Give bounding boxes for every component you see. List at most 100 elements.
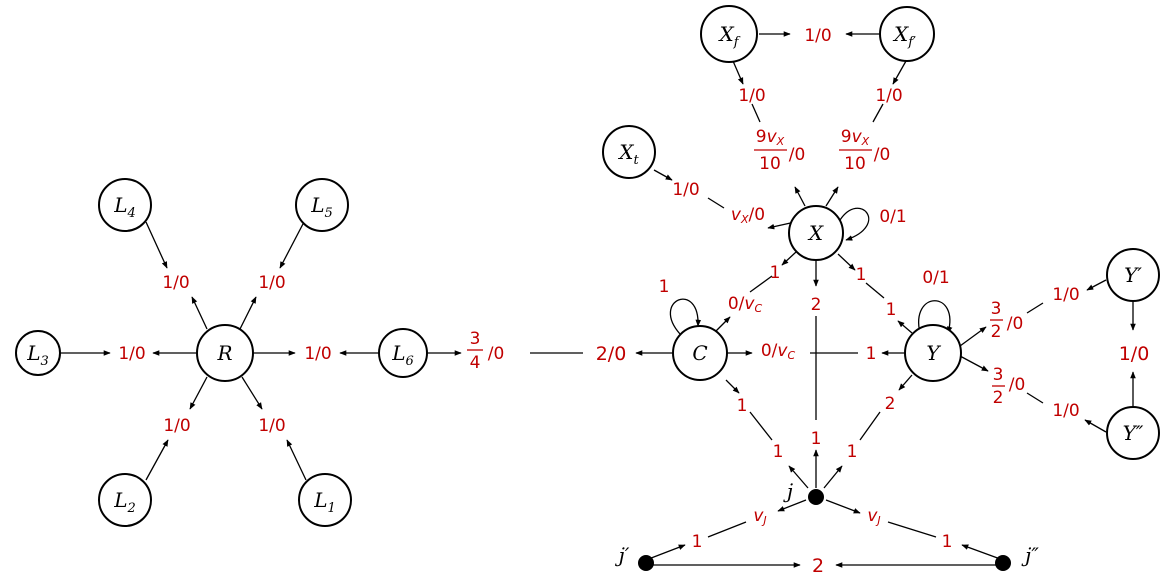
svg-text:L6: L6 <box>391 341 414 369</box>
w-y-loop: 0/1 <box>922 268 949 288</box>
w-l3: 1/0 <box>118 344 145 364</box>
node-l1-base: L <box>313 488 327 512</box>
node-xfp: Xf′ <box>879 6 935 62</box>
w-j-vj-right: vJ <box>867 506 880 527</box>
link-x-to-c <box>749 275 773 293</box>
w-xf-down: 1/0 <box>738 86 765 106</box>
node-l6-sub: 6 <box>406 354 414 369</box>
link-vj-to-1-left <box>707 521 747 538</box>
edge-y-to-32-down <box>959 355 989 372</box>
svg-text:/0: /0 <box>1007 314 1024 334</box>
edge-x-to-9vx-right <box>825 186 839 207</box>
node-xf-base: X <box>717 22 734 46</box>
svg-text:4: 4 <box>470 353 481 373</box>
svg-text:/0: /0 <box>488 344 505 364</box>
node-r: R <box>196 324 254 382</box>
node-xf: Xf <box>700 5 758 63</box>
node-l2-base: L <box>113 488 127 512</box>
edge-xt-to-10 <box>653 169 673 181</box>
node-l1-sub: 1 <box>328 501 336 516</box>
svg-text:Xf′: Xf′ <box>892 22 916 50</box>
w-l5: 1/0 <box>258 273 285 293</box>
w-two-zero: 2/0 <box>596 343 627 365</box>
link-xt-to-x <box>707 197 725 209</box>
svg-text:3: 3 <box>993 365 1004 385</box>
svg-text:/0: /0 <box>874 145 891 165</box>
edge-c-to-0vc-up <box>715 316 731 332</box>
svg-text:/0: /0 <box>789 145 806 165</box>
w-y-2: 2 <box>885 394 896 414</box>
loop-c <box>669 298 702 335</box>
node-xfp-sub: f′ <box>907 35 916 50</box>
w-y-1-left: 1 <box>866 344 877 364</box>
w-y-32-up: 3 2 /0 <box>990 299 1023 342</box>
edge-y-to-2-dl <box>898 374 913 391</box>
node-y-label: Y <box>926 341 941 365</box>
w-x-1-lr: 1 <box>856 265 867 285</box>
node-xt-sub: t <box>634 153 640 168</box>
edge-l5-to-w <box>279 221 305 269</box>
edge-r-to-w-lr <box>241 376 263 410</box>
edge-x-to-1-lr <box>837 253 856 271</box>
node-l5: L5 <box>295 178 349 232</box>
node-c: C <box>672 325 728 381</box>
edge-jpp-to-1 <box>961 544 1004 561</box>
svg-text:L2: L2 <box>113 488 136 516</box>
node-l5-base: L <box>310 193 324 217</box>
svg-text:L1: L1 <box>313 488 336 516</box>
w-xt: 1/0 <box>672 180 699 200</box>
edge-xf-to-10-down <box>732 60 744 85</box>
edge-x-to-1-ll <box>781 251 797 266</box>
svg-text:10: 10 <box>844 154 866 174</box>
node-l6-base: L <box>391 341 405 365</box>
node-xt-base: X <box>617 140 634 164</box>
edge-jp-to-1 <box>645 544 686 561</box>
svg-text:9vX: 9vX <box>756 127 785 148</box>
node-x-label: X <box>807 221 824 245</box>
w-j-1-ul: 1 <box>773 442 784 462</box>
w-c-0vc-up: 0/vC <box>728 294 763 315</box>
svg-text:L4: L4 <box>113 193 136 221</box>
w-yp: 1/0 <box>1052 285 1079 305</box>
svg-text:2: 2 <box>993 388 1004 408</box>
w-y-32-down: 3 2 /0 <box>992 365 1025 408</box>
weight-labels: 1/0 1/0 1/0 1/0 1/0 1/0 3 4 /0 2/0 1 0/v… <box>118 26 1149 577</box>
link-xf-to-9vx <box>751 103 761 123</box>
node-l3: L3 <box>15 330 61 376</box>
edge-l1-to-w <box>286 439 307 481</box>
link-xfp-to-9vx <box>872 103 884 123</box>
svg-text:3: 3 <box>470 329 481 349</box>
node-l1: L1 <box>298 473 352 527</box>
svg-text:9vX: 9vX <box>841 127 870 148</box>
node-l2-sub: 2 <box>127 501 136 516</box>
link-x-to-y <box>865 282 885 299</box>
edge-j-to-vj-right <box>825 499 861 514</box>
link-vj-to-1-right <box>887 521 937 538</box>
svg-text:/0: /0 <box>1009 375 1026 395</box>
w-l4: 1/0 <box>162 273 189 293</box>
edge-yp-to-10 <box>1086 279 1107 291</box>
node-xf-sub: f <box>733 35 741 50</box>
node-yp: Y′ <box>1106 248 1160 302</box>
w-x-1-ll: 1 <box>770 263 781 283</box>
edge-x-to-9vx-left <box>794 186 806 207</box>
link-yp-to-32 <box>1026 302 1044 314</box>
edge-j-to-1-ul <box>788 465 809 489</box>
node-l5-sub: 5 <box>325 206 333 221</box>
link-y-down-to-j <box>859 411 881 441</box>
node-jpp-label: j″ <box>1021 543 1039 567</box>
node-l3-sub: 3 <box>41 354 49 369</box>
loop-x <box>839 207 870 241</box>
node-r-label: R <box>216 341 232 365</box>
w-c-1-down: 1 <box>737 396 748 416</box>
w-l2: 1/0 <box>163 416 190 436</box>
edge-l2-to-w <box>145 439 169 481</box>
link-c-down-to-j <box>749 411 773 441</box>
edge-c-to-1-down <box>725 379 740 394</box>
w-j-2: 2 <box>812 555 824 577</box>
svg-text:Xt: Xt <box>617 140 639 168</box>
left-star-edges <box>59 221 380 481</box>
edge-y-to-1-ul <box>897 320 913 334</box>
w-j-vj-left: vJ <box>753 506 766 527</box>
